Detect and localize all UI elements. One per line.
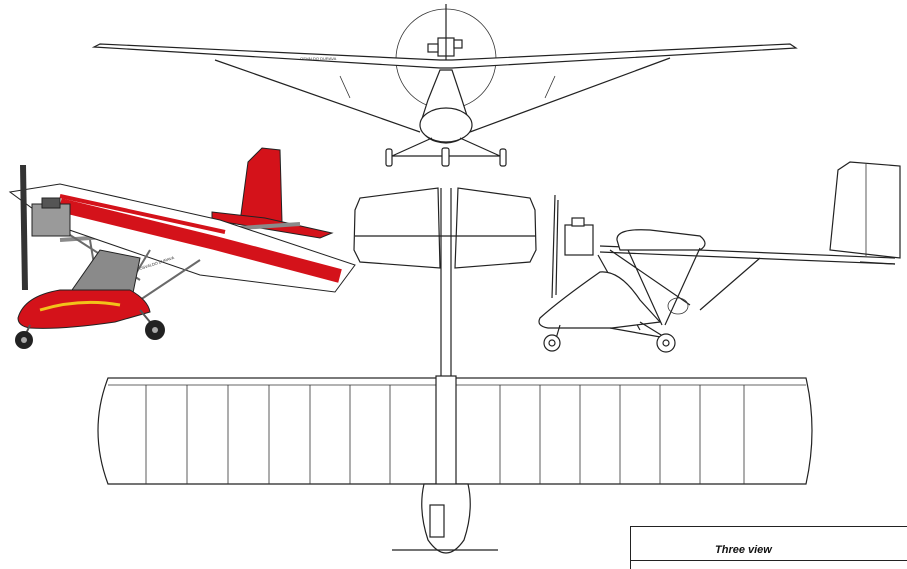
front-wing-marking: OSVALDO DURAVA [300,56,337,61]
title-block: Three view [630,526,907,569]
title-divider [631,560,907,561]
top-view [97,188,813,554]
front-view: OSVALDO DURAVA [91,4,798,167]
3d-render: OSVALDO DURAVA [8,147,356,349]
drawing-title: Three view [715,544,772,556]
side-view [538,161,901,353]
horizontal-stabilizer [353,187,537,269]
